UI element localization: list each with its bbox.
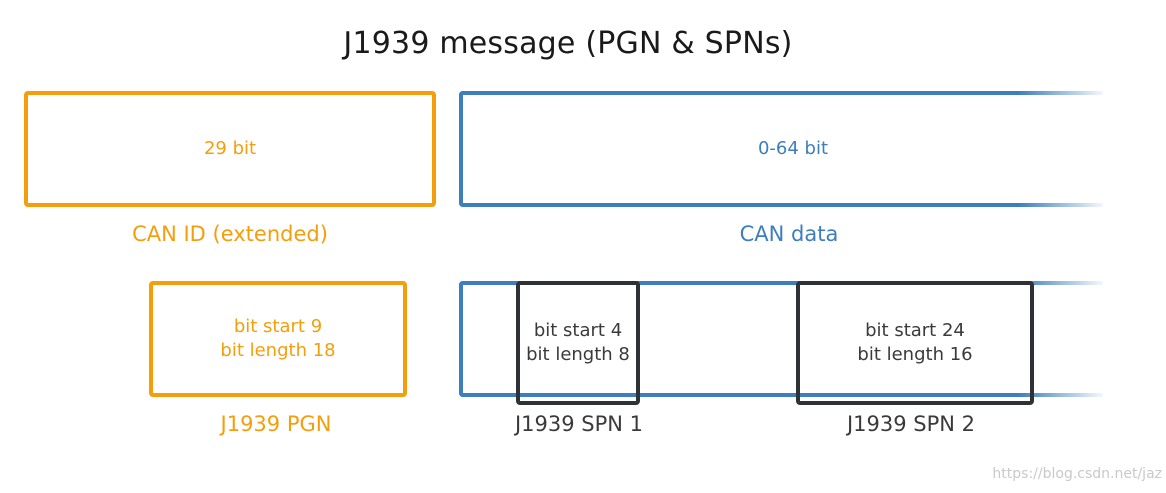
- can-data-box: 0-64 bit: [459, 91, 1103, 207]
- page-title: J1939 message (PGN & SPNs): [343, 26, 793, 61]
- spn1-bit-length: bit length 8: [526, 344, 630, 365]
- can-data-fade: [1018, 86, 1108, 212]
- can-data-bits: 0-64 bit: [757, 138, 829, 159]
- spn2-box: bit start 24 bit length 16: [796, 281, 1034, 405]
- spn2-bit-length: bit length 16: [857, 344, 973, 365]
- pgn-bit-start: bit start 9: [233, 316, 323, 337]
- can-id-bits: 29 bit: [203, 138, 257, 159]
- spn-data-frame: [459, 281, 1103, 397]
- spn1-box: bit start 4 bit length 8: [516, 281, 640, 405]
- pgn-box: bit start 9 bit length 18: [149, 281, 407, 397]
- spn1-bit-start: bit start 4: [533, 320, 623, 341]
- spn2-label: J1939 SPN 2: [846, 412, 976, 436]
- spn2-bit-start: bit start 24: [865, 320, 965, 341]
- can-id-box: 29 bit: [24, 91, 436, 207]
- pgn-bit-length: bit length 18: [220, 340, 336, 361]
- pgn-label: J1939 PGN: [220, 412, 332, 436]
- watermark: https://blog.csdn.net/jaz: [992, 466, 1162, 482]
- can-id-label: CAN ID (extended): [132, 222, 328, 246]
- can-data-label: CAN data: [739, 222, 839, 246]
- spn1-label: J1939 SPN 1: [514, 412, 644, 436]
